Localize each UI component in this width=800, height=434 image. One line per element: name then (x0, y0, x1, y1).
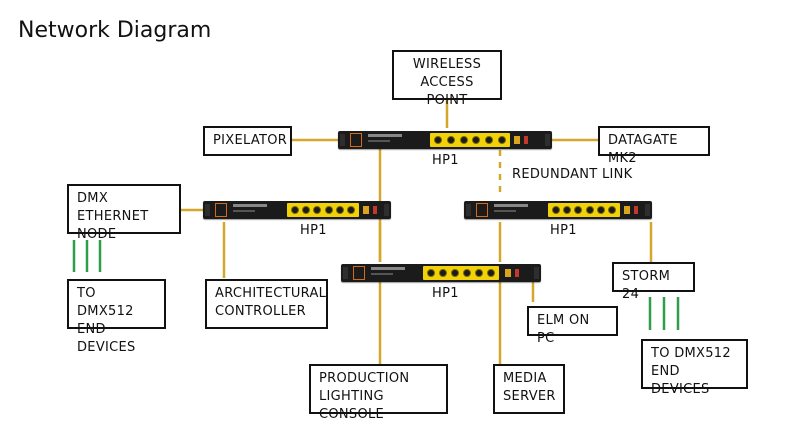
media-server-box: MEDIA SERVER (493, 364, 565, 414)
dmx-ethernet-node-box: DMX ETHERNET NODE (67, 184, 181, 242)
dmx-end-devices-right-box: TO DMX512 END DEVICES (641, 339, 748, 397)
storm-24-box: STORM 24 (612, 262, 695, 302)
redundant-link-label: REDUNDANT LINK (512, 167, 633, 182)
switch-top-label: HP1 (432, 153, 459, 168)
wireless-access-point-box: WIRELESS ACCESS POINT (392, 50, 502, 108)
pixelator-box: PIXELATOR (203, 126, 292, 156)
datagate-box: DATAGATE MK2 (598, 126, 710, 166)
page-title: Network Diagram (18, 18, 212, 43)
switch-left (203, 201, 391, 219)
switch-left-label: HP1 (300, 223, 327, 238)
architectural-controller-box: ARCHITECTURAL CONTROLLER (205, 279, 328, 329)
dmx-end-devices-left-box: TO DMX512 END DEVICES (67, 279, 166, 355)
switch-bottom (341, 264, 541, 282)
production-lighting-console-box: PRODUCTION LIGHTING CONSOLE (309, 364, 448, 422)
switch-right-label: HP1 (550, 223, 577, 238)
switch-bottom-label: HP1 (432, 286, 459, 301)
switch-top (338, 131, 552, 149)
switch-right (464, 201, 652, 219)
elm-on-pc-box: ELM ON PC (527, 306, 618, 346)
